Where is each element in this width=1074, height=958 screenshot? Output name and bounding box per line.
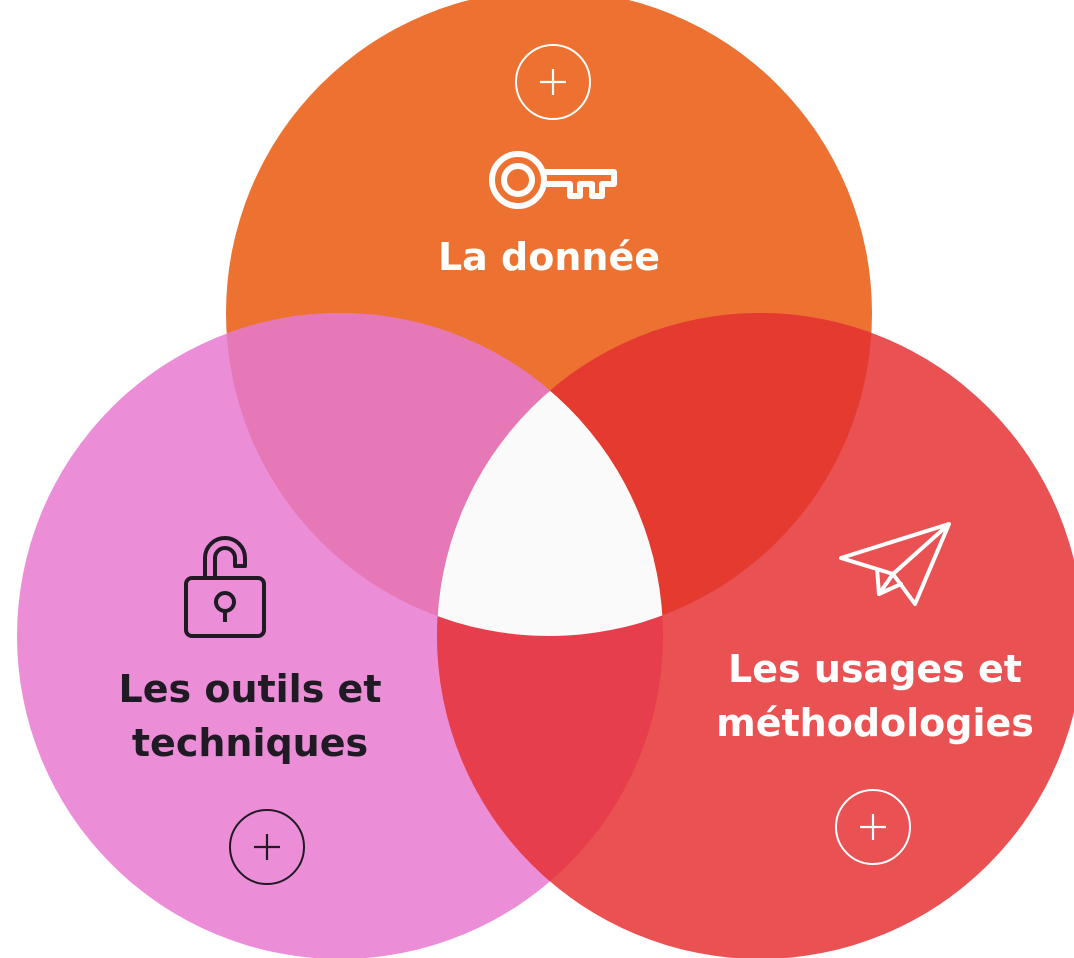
key-icon bbox=[489, 151, 617, 209]
label-line: techniques bbox=[131, 721, 369, 765]
paper-plane-icon bbox=[839, 522, 951, 606]
label-line: Les outils et bbox=[118, 667, 382, 711]
overlap-center bbox=[437, 313, 663, 636]
expand-outils-techniques-button[interactable] bbox=[229, 809, 305, 885]
label-usages-methodologies: Les usages et méthodologies bbox=[685, 642, 1065, 750]
label-line: La donnée bbox=[437, 235, 661, 279]
plus-icon bbox=[254, 834, 280, 860]
label-la-donnee: La donnée bbox=[389, 230, 709, 284]
label-line: méthodologies bbox=[716, 701, 1034, 745]
label-line: Les usages et bbox=[728, 647, 1022, 691]
unlocked-padlock-icon bbox=[184, 536, 266, 638]
expand-la-donnee-button[interactable] bbox=[515, 44, 591, 120]
label-outils-techniques: Les outils et techniques bbox=[70, 662, 430, 770]
expand-usages-methodologies-button[interactable] bbox=[835, 789, 911, 865]
plus-icon bbox=[860, 814, 886, 840]
plus-icon bbox=[540, 69, 566, 95]
